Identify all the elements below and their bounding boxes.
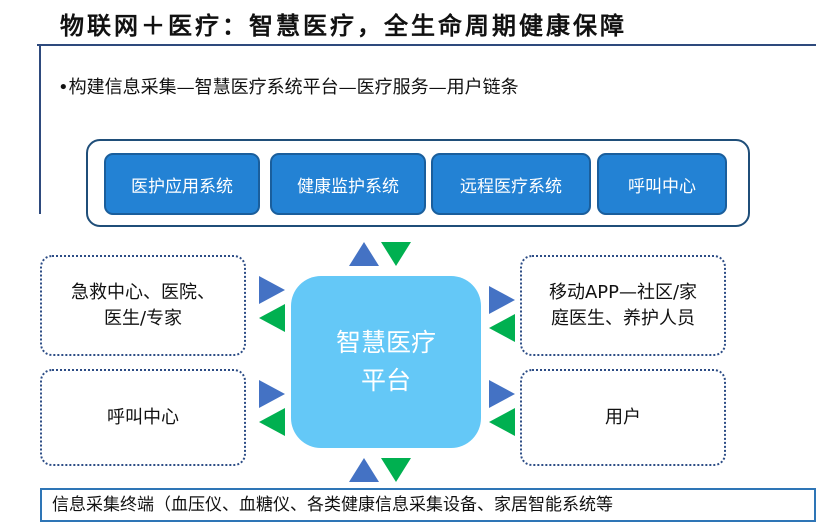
page-title: 物联网＋医疗：智慧医疗，全生命周期健康保障	[60, 11, 627, 40]
subtitle-bullet: •构建信息采集—智慧医疗系统平台—医疗服务—用户链条	[58, 77, 519, 98]
arrow-right-icon	[259, 380, 285, 408]
node-user: 用户	[520, 369, 726, 466]
arrow-left-icon	[489, 314, 515, 342]
arrow-down-icon	[381, 242, 411, 266]
arrow-left-icon	[259, 304, 285, 332]
arrow-right-icon	[259, 276, 285, 304]
node-label-line: 急救中心、医院、	[71, 281, 215, 303]
title-divider	[37, 44, 816, 46]
system-call-center: 呼叫中心	[597, 153, 727, 215]
node-emergency-hospital: 急救中心、医院、 医生/专家	[40, 255, 246, 356]
system-health-monitoring: 健康监护系统	[270, 153, 426, 215]
arrow-up-icon	[349, 242, 379, 266]
platform-label-line: 平台	[360, 366, 411, 395]
system-medical-app: 医护应用系统	[104, 153, 260, 215]
arrow-left-icon	[259, 408, 285, 436]
smart-medical-platform: 智慧医疗 平台	[291, 276, 481, 448]
arrow-down-icon	[381, 458, 411, 482]
node-label-line: 移动APP—社区/家	[548, 281, 698, 303]
arrow-right-icon	[489, 380, 515, 408]
arrow-left-icon	[489, 408, 515, 436]
arrow-right-icon	[489, 286, 515, 314]
node-call-center: 呼叫中心	[40, 369, 246, 466]
node-label-line: 用户	[605, 406, 641, 428]
node-label-line: 呼叫中心	[107, 406, 179, 428]
left-accent-line	[39, 46, 41, 214]
node-label-line: 医生/专家	[103, 307, 183, 329]
platform-label-line: 智慧医疗	[335, 328, 436, 357]
node-label-line: 庭医生、养护人员	[551, 307, 695, 329]
data-collection-terminals: 信息采集终端（血压仪、血糖仪、各类健康信息采集设备、家居智能系统等	[40, 488, 816, 522]
arrow-up-icon	[349, 458, 379, 482]
node-mobile-app: 移动APP—社区/家 庭医生、养护人员	[520, 255, 726, 356]
system-telemedicine: 远程医疗系统	[431, 153, 591, 215]
